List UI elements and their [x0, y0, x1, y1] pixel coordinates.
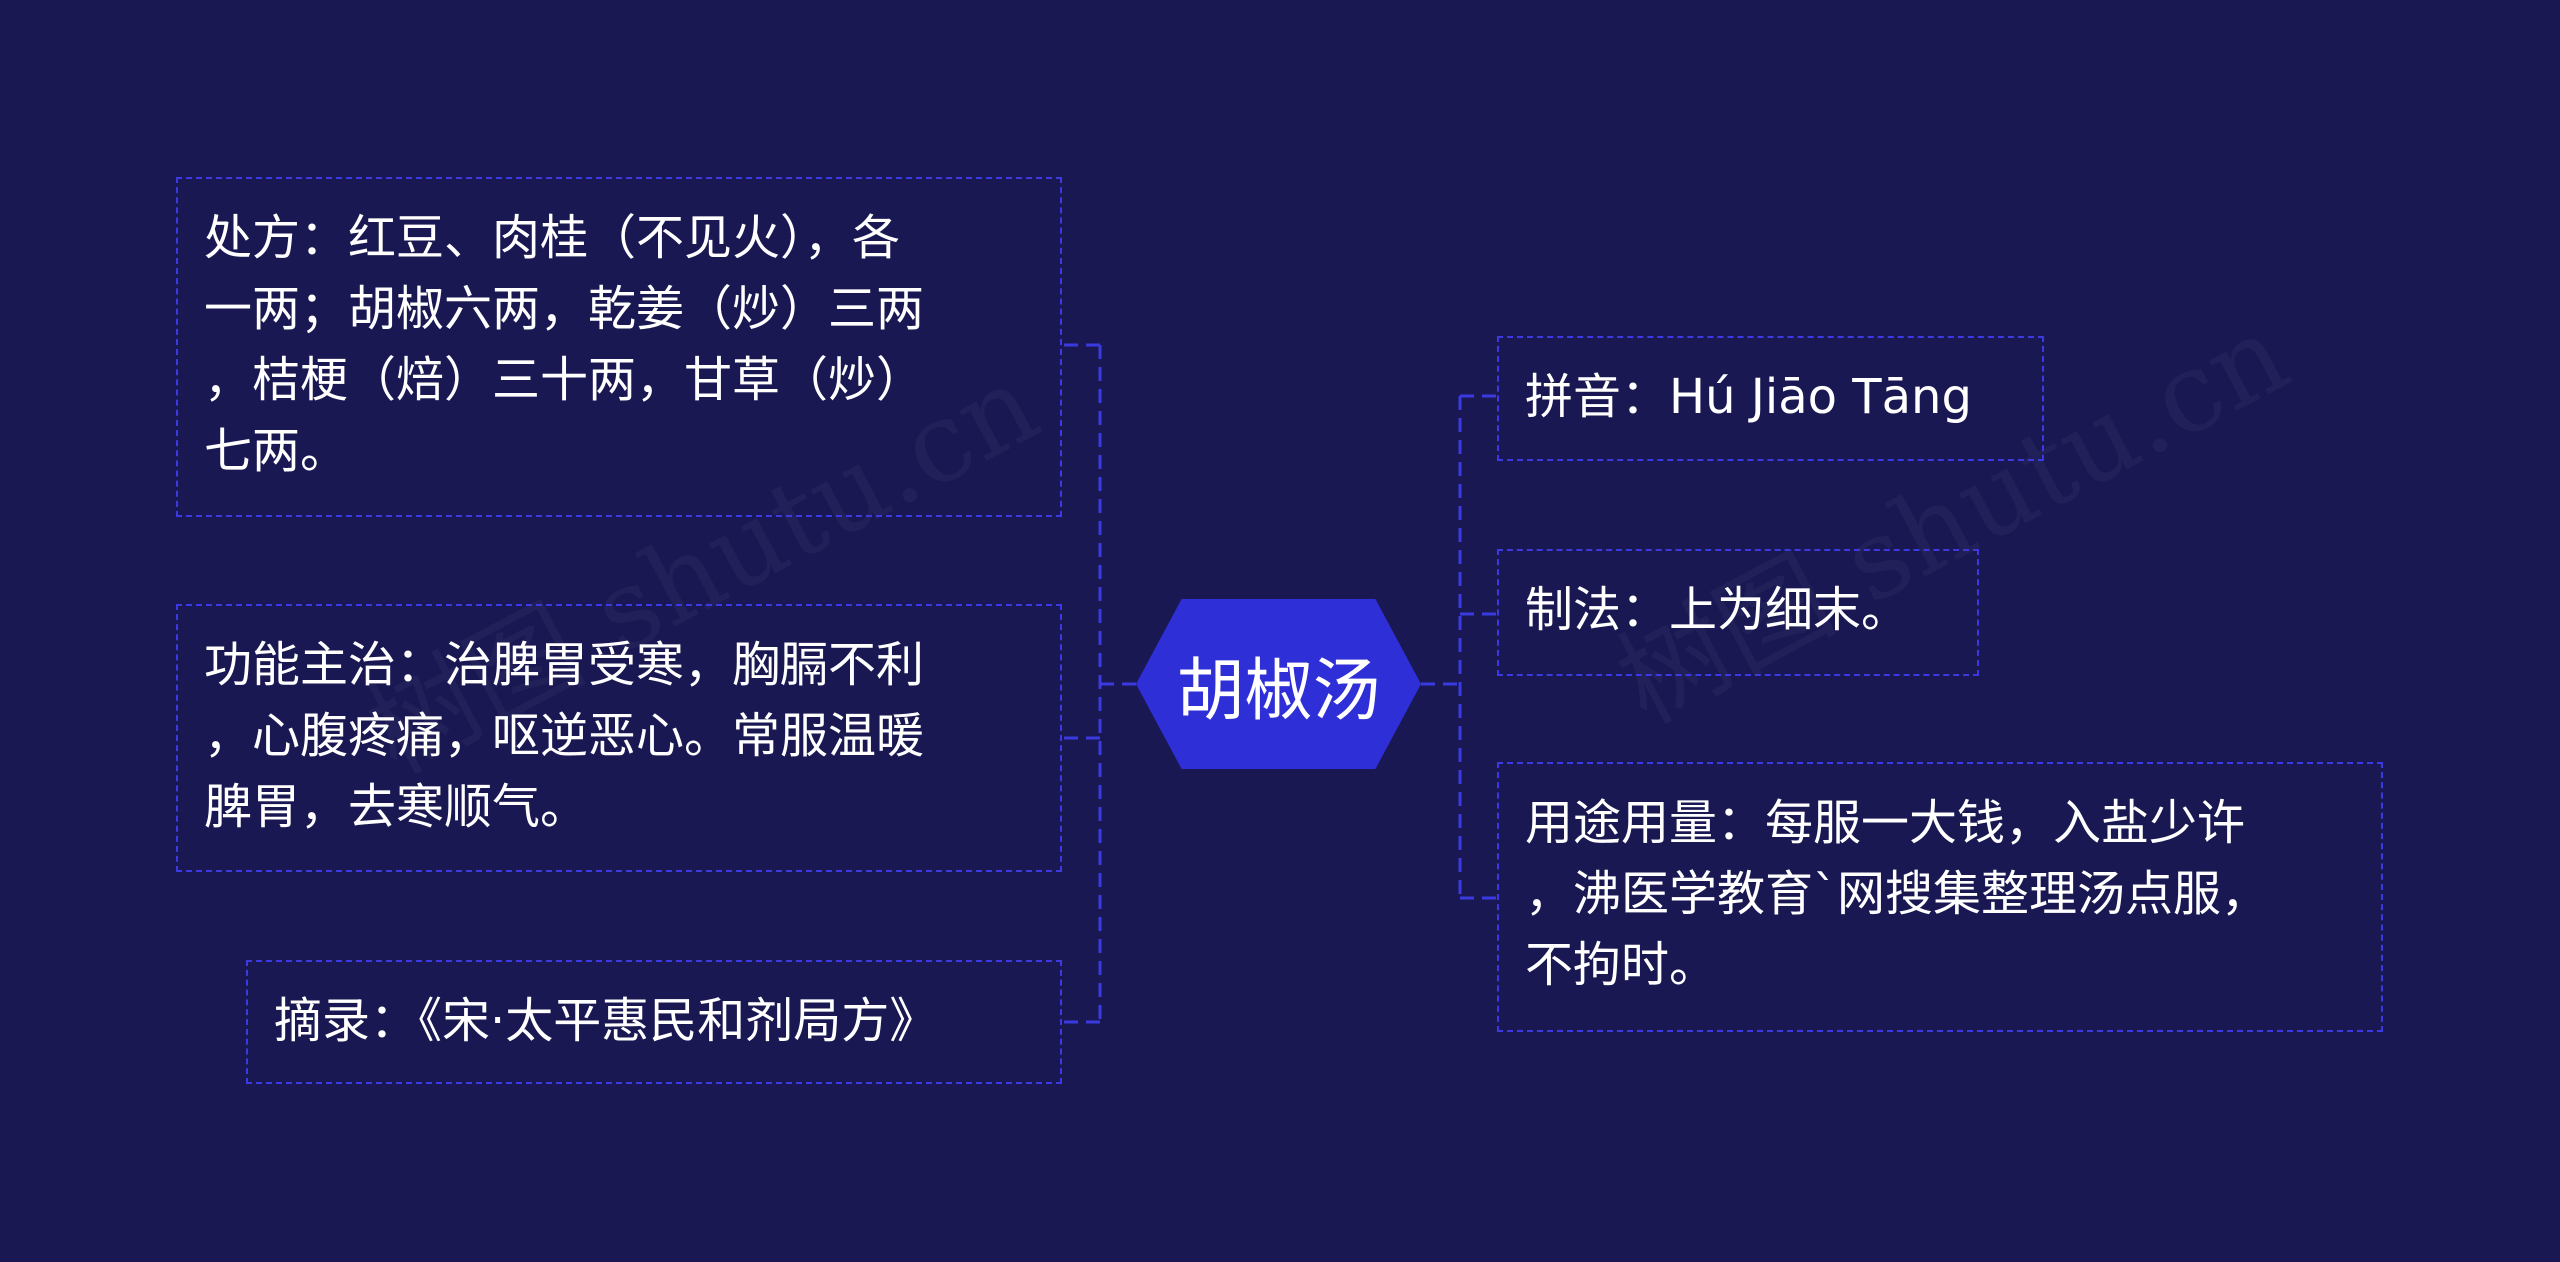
node-pinyin[interactable]: 拼音：Hú Jiāo Tāng	[1497, 336, 2044, 461]
center-topic[interactable]: 胡椒汤	[1136, 599, 1421, 769]
node-usage[interactable]: 用途用量：每服一大钱，入盐少许 ，沸医学教育`网搜集整理汤点服， 不拘时。	[1497, 762, 2383, 1032]
node-prescription[interactable]: 处方：红豆、肉桂（不见火），各 一两；胡椒六两，乾姜（炒）三两 ，桔梗（焙）三十…	[176, 177, 1062, 517]
node-indications[interactable]: 功能主治：治脾胃受寒，胸膈不利 ，心腹疼痛，呕逆恶心。常服温暖 脾胃，去寒顺气。	[176, 604, 1062, 872]
node-source[interactable]: 摘录：《宋·太平惠民和剂局方》	[246, 960, 1062, 1084]
node-preparation[interactable]: 制法：上为细末。	[1497, 549, 1979, 676]
